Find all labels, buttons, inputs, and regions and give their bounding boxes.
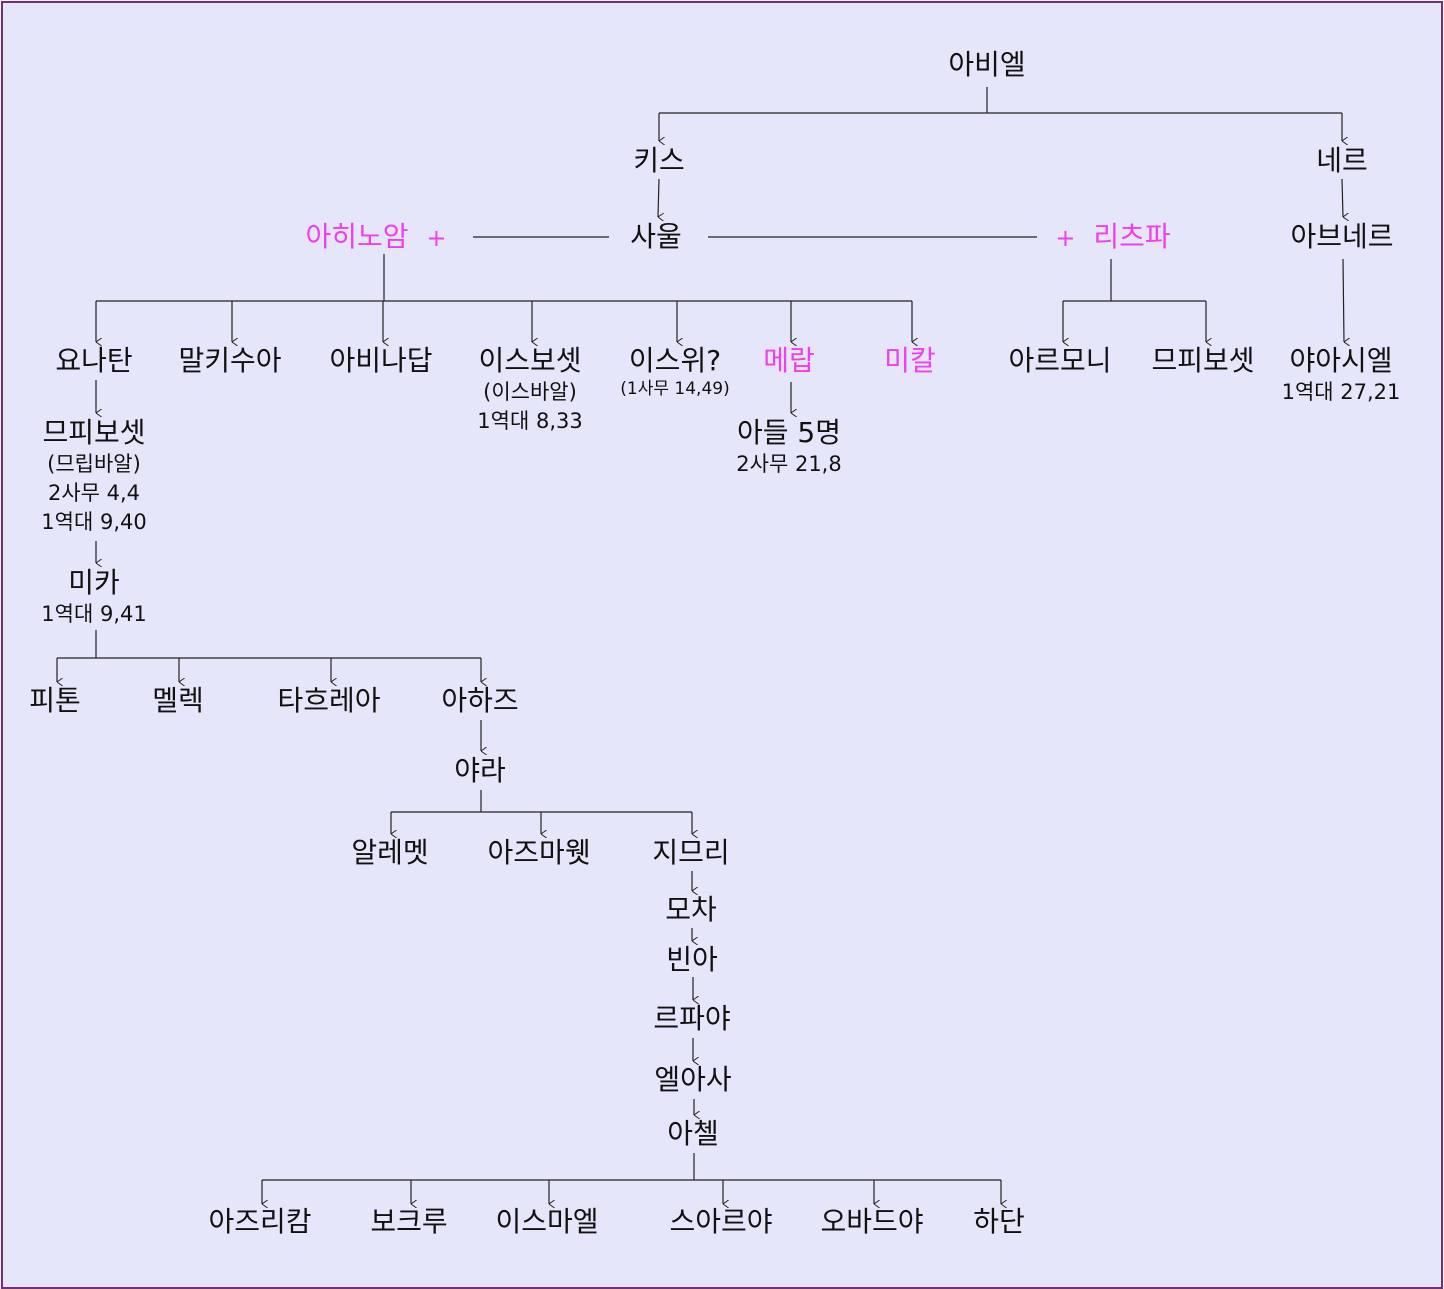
node-mephibosheth: 므피보셋 (므립바알) 2사무 4,4 1역대 9,40 <box>41 416 146 537</box>
node-tarea: 타흐레아 <box>277 684 380 718</box>
node-abiel: 아비엘 <box>948 48 1025 82</box>
node-rizpah: + 리츠파 <box>1055 220 1170 255</box>
node-sheariah: 스아르야 <box>669 1205 772 1239</box>
node-name: 빈아 <box>666 943 718 976</box>
node-name: 멜렉 <box>152 684 204 717</box>
connector-lines <box>56 87 1441 1287</box>
node-jarah: 야라 <box>454 754 506 788</box>
node-obadiah: 오바드야 <box>820 1205 923 1239</box>
node-name: 미카 <box>68 566 120 599</box>
node-ahaz: 아하즈 <box>441 684 518 718</box>
node-rephaiah: 르파야 <box>653 1002 730 1036</box>
node-name: 미칼 <box>884 344 936 377</box>
node-azrikam: 아즈리캄 <box>208 1205 311 1239</box>
node-ner: 네르 <box>1316 144 1368 178</box>
node-reference: 1역대 8,33 <box>477 409 583 433</box>
node-name: 말키수아 <box>178 344 282 377</box>
node-reference: 1역대 27,21 <box>1281 380 1401 404</box>
node-reference: 1역대 9,40 <box>41 510 147 534</box>
node-name: 요나탄 <box>55 344 133 377</box>
node-name: 리츠파 <box>1093 220 1171 253</box>
node-name: 보크루 <box>370 1205 448 1238</box>
node-name: 야아시엘 <box>1289 344 1393 377</box>
node-name: 아첼 <box>667 1117 719 1150</box>
node-jonathan: 요나탄 <box>55 344 132 378</box>
node-zimri: 지므리 <box>652 836 729 870</box>
node-name: 아히노암 <box>305 220 409 253</box>
node-name: 모차 <box>665 893 717 926</box>
node-name: 야라 <box>454 754 506 787</box>
node-name: 아르모니 <box>1008 344 1112 377</box>
node-jaasiel: 야아시엘 1역대 27,21 <box>1282 344 1401 407</box>
node-five-sons: 아들 5명 2사무 21,8 <box>736 416 841 479</box>
node-armoni: 아르모니 <box>1008 344 1111 378</box>
node-michal: 미칼 <box>884 344 936 378</box>
node-name: 아비나답 <box>329 344 433 377</box>
node-malchishua: 말키수아 <box>178 344 281 378</box>
node-name: 므피보셋 <box>42 416 146 449</box>
node-eleasah: 엘아사 <box>654 1063 731 1097</box>
node-name: 아비엘 <box>948 48 1026 81</box>
node-name: 오바드야 <box>820 1205 924 1238</box>
node-hanan: 하단 <box>973 1205 1025 1239</box>
node-abinadab: 아비나답 <box>329 344 432 378</box>
node-name: 아즈마웻 <box>487 836 591 869</box>
node-binea: 빈아 <box>666 943 718 977</box>
node-azmaveth: 아즈마웻 <box>487 836 590 870</box>
node-name: 지므리 <box>652 836 730 869</box>
node-name: 스아르야 <box>669 1205 773 1238</box>
node-alias: (므립바알) <box>47 452 141 476</box>
node-name: 이스위? <box>628 344 722 377</box>
node-name: 타흐레아 <box>277 684 381 717</box>
node-name: 알레멧 <box>351 836 429 869</box>
node-name: 엘아사 <box>654 1063 732 1096</box>
node-name: 아즈리캄 <box>208 1205 312 1238</box>
node-name: 하단 <box>973 1205 1025 1238</box>
node-moza: 모차 <box>665 893 717 927</box>
node-name: 르파야 <box>653 1002 731 1035</box>
node-melech: 멜렉 <box>152 684 204 718</box>
node-mica: 미카 1역대 9,41 <box>41 566 146 629</box>
node-merab: 메랍 <box>763 344 815 378</box>
node-azel: 아첼 <box>667 1117 719 1151</box>
node-saul: 사울 <box>630 220 682 254</box>
node-name: 피톤 <box>29 684 81 717</box>
node-alias: (이스바알) <box>483 380 577 404</box>
node-reference: 2사무 21,8 <box>736 452 842 476</box>
node-name: 므피보셋 <box>1151 344 1255 377</box>
node-reference: (1사무 14,49) <box>620 379 730 399</box>
node-bocheru: 보크루 <box>370 1205 447 1239</box>
node-pithon: 피톤 <box>29 684 81 718</box>
node-mephibosheth-rizpah: 므피보셋 <box>1151 344 1254 378</box>
node-ishvi: 이스위? (1사무 14,49) <box>620 344 729 400</box>
node-name: 이스보셋 <box>478 344 582 377</box>
node-name: 아하즈 <box>441 684 519 717</box>
node-ahinoam: 아히노암 + <box>306 220 447 255</box>
node-name: 키스 <box>633 144 685 177</box>
node-name: 사울 <box>630 220 682 253</box>
node-name: 메랍 <box>763 344 815 377</box>
node-ishmael: 이스마엘 <box>495 1205 598 1239</box>
marriage-plus: + <box>1055 224 1076 252</box>
node-ishbosheth: 이스보셋 (이스바알) 1역대 8,33 <box>477 344 582 436</box>
node-reference: 2사무 4,4 <box>47 481 141 505</box>
marriage-plus: + <box>426 224 447 252</box>
node-name: 이스마엘 <box>495 1205 599 1238</box>
node-abner: 아브네르 <box>1290 220 1393 254</box>
node-name: 아브네르 <box>1290 220 1394 253</box>
node-name: 네르 <box>1316 144 1368 177</box>
node-reference: 1역대 9,41 <box>41 602 147 626</box>
node-name: 아들 5명 <box>737 416 841 449</box>
node-kis: 키스 <box>633 144 685 178</box>
node-alemeth: 알레멧 <box>351 836 428 870</box>
